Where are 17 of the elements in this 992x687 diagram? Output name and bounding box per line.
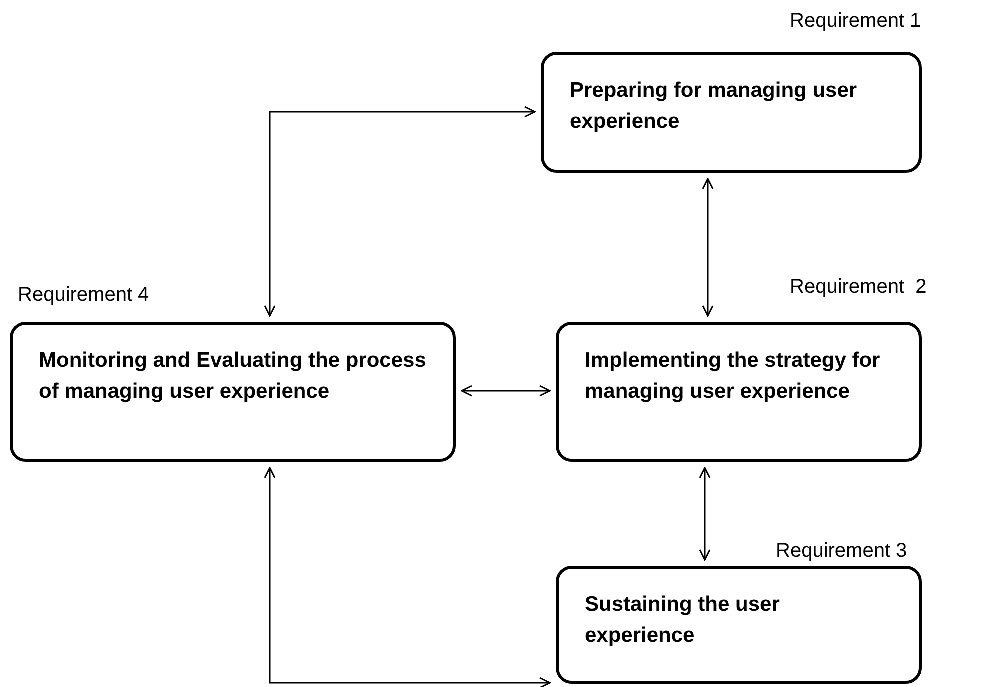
requirement-label: Requirement 4 <box>18 284 150 307</box>
requirement-label: Requirement 1 <box>790 10 922 33</box>
double-arrow <box>461 385 551 397</box>
double-arrow <box>264 467 551 687</box>
process-box <box>556 322 922 462</box>
box-text: Preparing for managing user experience <box>570 78 858 135</box>
box-text: Implementing the strategy for managing user experience <box>585 348 882 405</box>
box-text: Monitoring and Evaluating the process of managing user experience <box>39 348 428 405</box>
requirement-label: Requirement 3 <box>776 540 908 563</box>
process-box <box>556 566 922 684</box>
process-box <box>541 52 922 173</box>
double-arrow <box>699 467 711 561</box>
box-text: Sustaining the user experience <box>585 592 781 649</box>
double-arrow <box>264 106 536 317</box>
requirement-label: Requirement 2 <box>790 276 927 299</box>
process-box <box>10 322 456 462</box>
double-arrow <box>702 178 714 317</box>
